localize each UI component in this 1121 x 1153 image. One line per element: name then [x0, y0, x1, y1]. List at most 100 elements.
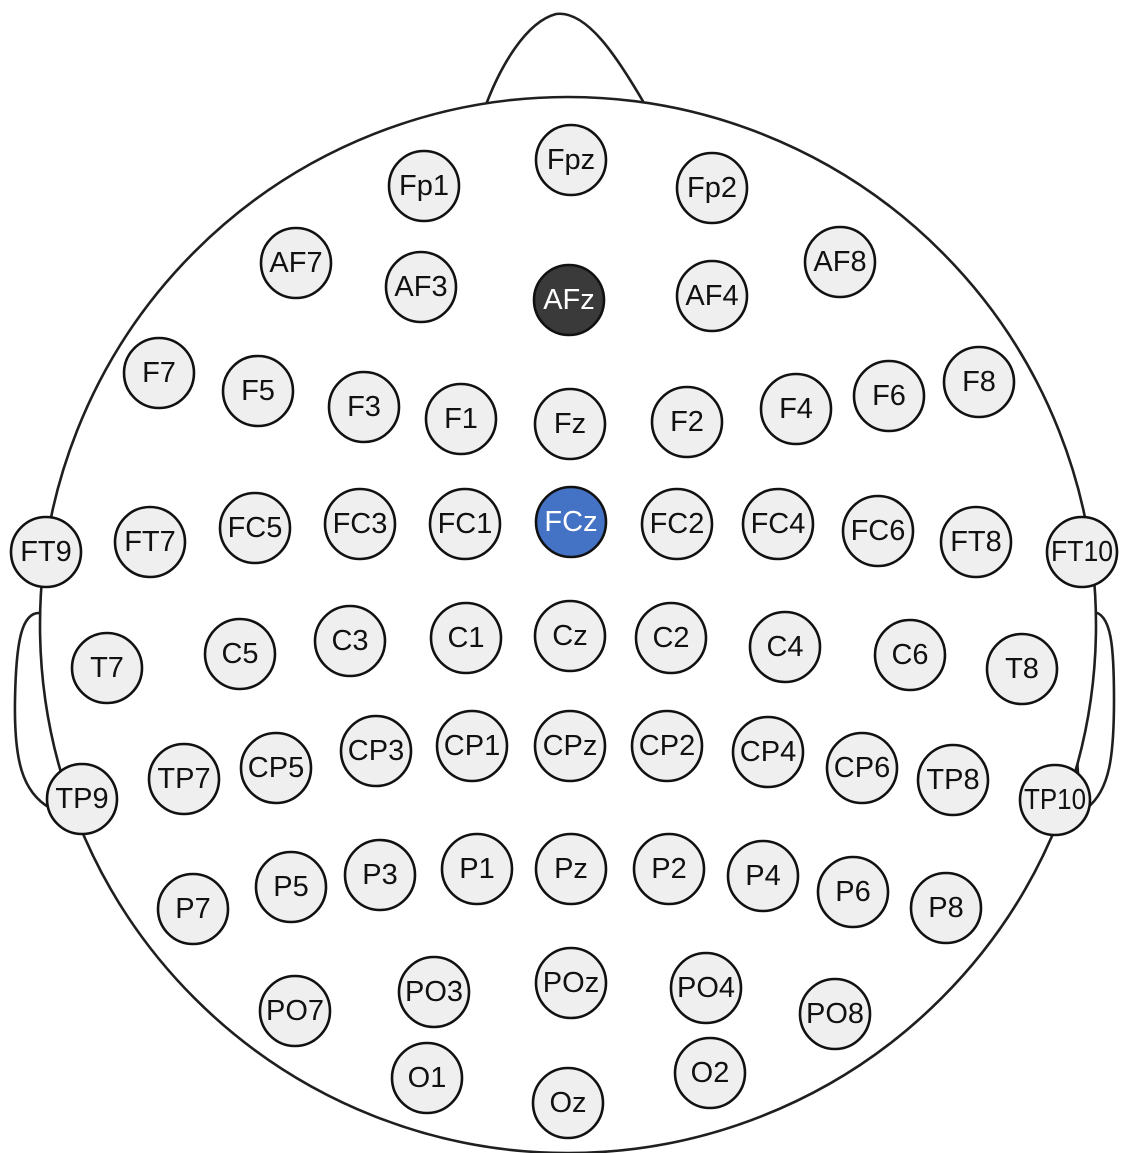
electrode-pz: Pz — [536, 834, 606, 904]
electrode-label: P8 — [928, 892, 963, 924]
electrode-f2: F2 — [652, 387, 722, 457]
electrode-ft8: FT8 — [941, 507, 1011, 577]
electrode-poz: POz — [536, 948, 606, 1018]
electrode-f3: F3 — [329, 372, 399, 442]
electrode-tp10: TP10 — [1020, 765, 1090, 835]
electrode-label: Pz — [554, 853, 588, 885]
electrode-label: FC6 — [851, 515, 906, 547]
electrode-po8: PO8 — [800, 979, 870, 1049]
electrode-label: F5 — [241, 375, 275, 407]
electrode-label: F7 — [142, 357, 176, 389]
electrode-label: TP8 — [926, 764, 979, 796]
electrode-cpz: CPz — [535, 711, 605, 781]
electrode-label: PO3 — [405, 976, 463, 1008]
electrode-label: P1 — [459, 853, 494, 885]
electrode-label: FT7 — [124, 526, 176, 558]
electrode-ft10: FT10 — [1047, 517, 1117, 587]
electrode-label: P5 — [273, 871, 308, 903]
electrode-fp1: Fp1 — [389, 151, 459, 221]
electrode-label: TP10 — [1024, 784, 1086, 816]
electrode-cp1: CP1 — [437, 711, 507, 781]
electrode-label: FC2 — [650, 508, 705, 540]
electrode-label: AFz — [543, 284, 595, 316]
electrode-label: AF3 — [394, 271, 447, 303]
electrode-label: O2 — [691, 1057, 730, 1089]
electrode-p5: P5 — [256, 852, 326, 922]
electrode-fc4: FC4 — [743, 489, 813, 559]
electrode-label: C2 — [652, 622, 689, 654]
electrode-label: CP5 — [248, 752, 304, 784]
electrode-cp6: CP6 — [827, 733, 897, 803]
electrode-label: O1 — [408, 1062, 447, 1094]
electrode-label: F6 — [872, 380, 906, 412]
electrode-label: F1 — [444, 403, 478, 435]
electrode-cp3: CP3 — [341, 716, 411, 786]
electrode-tp9: TP9 — [47, 764, 117, 834]
electrode-cz: Cz — [535, 601, 605, 671]
electrode-p3: P3 — [345, 840, 415, 910]
electrode-label: F2 — [670, 406, 704, 438]
electrode-p6: P6 — [818, 857, 888, 927]
electrode-label: P7 — [175, 893, 210, 925]
electrode-fc5: FC5 — [220, 493, 290, 563]
electrode-c2: C2 — [636, 603, 706, 673]
electrode-label: CP4 — [740, 736, 796, 768]
electrode-p7: P7 — [158, 874, 228, 944]
electrode-label: T7 — [90, 652, 124, 684]
electrode-f5: F5 — [223, 356, 293, 426]
electrode-label: FC1 — [438, 508, 493, 540]
electrode-fc6: FC6 — [843, 496, 913, 566]
electrode-f7: F7 — [124, 338, 194, 408]
electrode-label: CP3 — [348, 735, 404, 767]
electrode-c4: C4 — [750, 612, 820, 682]
electrode-label: P6 — [835, 876, 870, 908]
electrode-ft9: FT9 — [11, 517, 81, 587]
electrode-label: CP1 — [444, 730, 500, 762]
electrode-label: FT10 — [1051, 536, 1113, 568]
electrode-ft7: FT7 — [115, 507, 185, 577]
electrode-label: PO8 — [806, 998, 864, 1030]
electrode-p8: P8 — [911, 873, 981, 943]
electrode-label: CPz — [543, 730, 598, 762]
electrode-o1: O1 — [392, 1043, 462, 1113]
electrode-label: PO7 — [266, 995, 324, 1027]
electrode-f4: F4 — [761, 374, 831, 444]
electrode-po7: PO7 — [260, 976, 330, 1046]
electrode-fc1: FC1 — [430, 489, 500, 559]
electrode-label: FCz — [544, 506, 597, 538]
electrode-oz: Oz — [533, 1068, 603, 1138]
electrode-f8: F8 — [944, 347, 1014, 417]
electrode-tp7: TP7 — [149, 744, 219, 814]
electrode-label: Fp2 — [687, 172, 737, 204]
electrode-af3: AF3 — [386, 252, 456, 322]
electrode-af7: AF7 — [261, 228, 331, 298]
electrode-po4: PO4 — [671, 953, 741, 1023]
electrode-label: P3 — [362, 859, 397, 891]
electrode-f6: F6 — [854, 361, 924, 431]
electrode-label: T8 — [1005, 653, 1039, 685]
electrode-label: Fp1 — [399, 170, 449, 202]
electrode-label: C4 — [766, 631, 803, 663]
electrode-label: TP7 — [157, 763, 210, 795]
electrode-label: AF8 — [813, 246, 866, 278]
electrode-label: C6 — [891, 639, 928, 671]
electrode-c5: C5 — [205, 619, 275, 689]
electrode-label: F4 — [779, 393, 813, 425]
electrode-label: TP9 — [55, 783, 108, 815]
electrode-t7: T7 — [72, 633, 142, 703]
electrode-p4: P4 — [728, 841, 798, 911]
nose-outline — [484, 14, 648, 110]
electrode-label: CP6 — [834, 752, 890, 784]
electrode-label: AF7 — [269, 247, 322, 279]
electrode-c1: C1 — [431, 603, 501, 673]
electrode-label: CP2 — [639, 730, 695, 762]
electrode-f1: F1 — [426, 384, 496, 454]
electrode-label: FC5 — [228, 512, 283, 544]
electrode-tp8: TP8 — [918, 745, 988, 815]
electrode-af4: AF4 — [677, 261, 747, 331]
electrode-label: POz — [543, 967, 599, 999]
electrode-t8: T8 — [987, 634, 1057, 704]
electrode-af8: AF8 — [805, 227, 875, 297]
electrode-label: C5 — [221, 638, 258, 670]
